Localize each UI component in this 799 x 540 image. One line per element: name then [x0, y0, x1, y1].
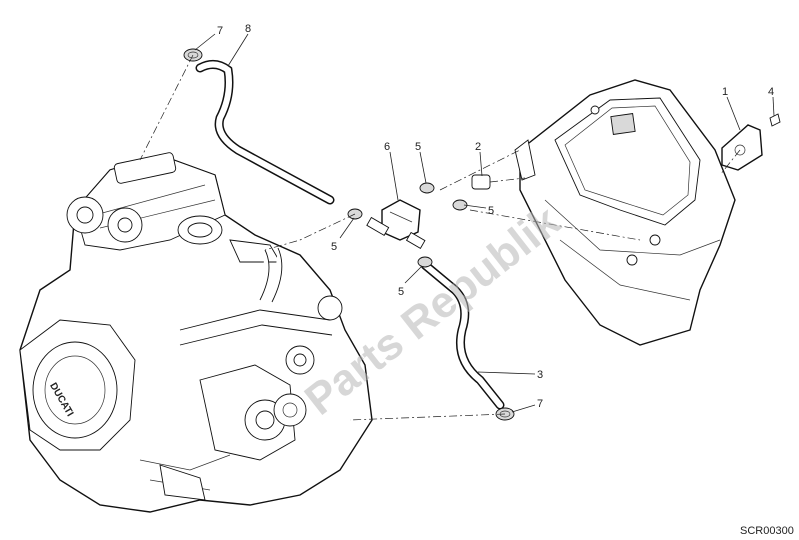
clamp-5-b: [419, 182, 435, 194]
callout-1: 1: [722, 86, 728, 98]
bracket-1: [721, 124, 763, 171]
callout-5-a: 5: [331, 241, 337, 253]
callout-4: 4: [768, 86, 774, 98]
screw-4: [769, 113, 781, 127]
callout-7-upper: 7: [217, 25, 223, 37]
engine-assembly: DUCATI: [19, 152, 373, 513]
callout-5-b: 5: [415, 141, 421, 153]
hose-8: [195, 60, 335, 205]
callout-7-lower: 7: [537, 398, 543, 410]
secondary-air-valve-6: [366, 199, 426, 249]
assembly-centerlines: [139, 54, 741, 421]
hose-3: [420, 260, 505, 410]
drawing-code: SCR00300: [740, 525, 794, 537]
callout-2: 2: [475, 141, 481, 153]
callout-5-c: 5: [488, 205, 494, 217]
callout-8: 8: [245, 23, 251, 35]
callout-labels: 1 2 3 4 5 5 5 5 6 7 7 8: [194, 23, 775, 413]
sleeve-2: [471, 174, 491, 190]
clamp-5-d: [417, 256, 433, 268]
clamp-5-c: [452, 199, 468, 211]
callout-5-d: 5: [398, 286, 404, 298]
callout-6: 6: [384, 141, 390, 153]
airbox-assembly: [514, 79, 736, 346]
callout-3: 3: [537, 369, 543, 381]
